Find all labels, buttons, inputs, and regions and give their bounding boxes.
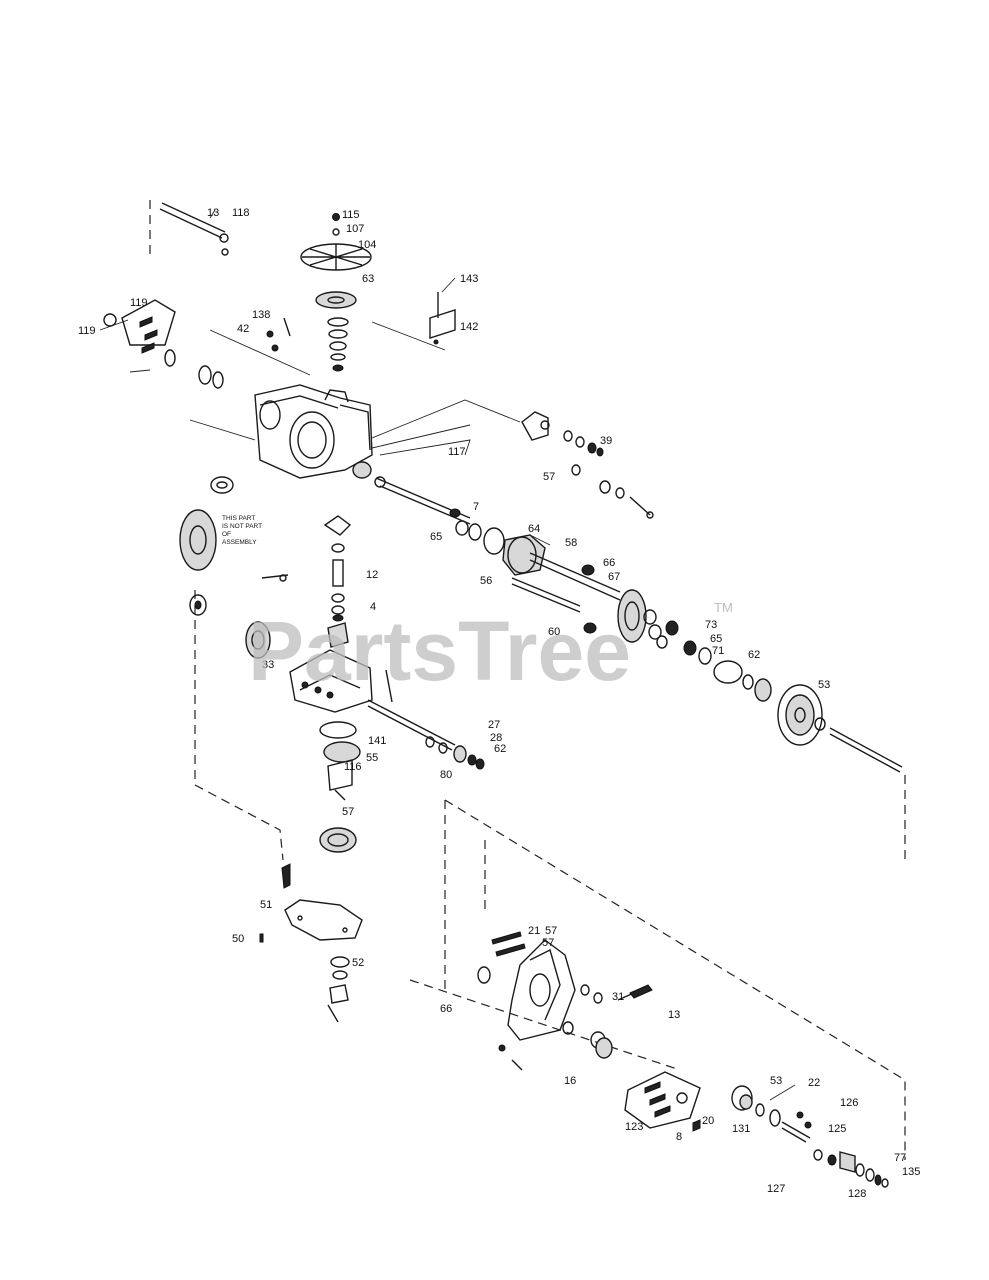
ring-gear-group xyxy=(583,589,903,773)
note-line-1: THIS PART xyxy=(222,515,255,522)
label-52: 52 xyxy=(352,957,364,969)
differential-group xyxy=(449,508,621,613)
housing-leaders xyxy=(189,321,521,456)
label-135: 135 xyxy=(902,1166,920,1178)
label-142: 142 xyxy=(460,321,478,333)
label-65b: 65 xyxy=(710,633,722,645)
label-66: 66 xyxy=(440,1003,452,1015)
label-119b: 119 xyxy=(130,297,148,309)
label-57d: 57 xyxy=(545,925,557,937)
label-107: 107 xyxy=(346,223,364,235)
label-57c: 57 xyxy=(542,937,554,949)
label-42: 42 xyxy=(237,323,249,335)
note-line-4: ASSEMBLY xyxy=(222,539,257,546)
label-63: 63 xyxy=(362,273,374,285)
watermark-text: PartsTree xyxy=(248,604,631,698)
part-note: THIS PART IS NOT PART OF ASSEMBLY xyxy=(222,515,262,546)
label-13b: 13 xyxy=(668,1009,680,1021)
label-116: 116 xyxy=(344,761,362,773)
note-line-2: IS NOT PART xyxy=(222,523,262,530)
label-67: 67 xyxy=(608,571,620,583)
label-57: 57 xyxy=(543,471,555,483)
label-21: 21 xyxy=(528,925,540,937)
label-62b: 62 xyxy=(494,743,506,755)
left-seal-group xyxy=(179,476,234,616)
label-7: 7 xyxy=(473,501,479,513)
label-4: 4 xyxy=(370,601,376,613)
label-58: 58 xyxy=(565,537,577,549)
label-118: 118 xyxy=(232,207,250,219)
label-143: 143 xyxy=(460,273,478,285)
lower-plate-group xyxy=(624,1071,701,1132)
right-end-cluster xyxy=(731,1084,889,1188)
label-20: 20 xyxy=(702,1115,714,1127)
label-125: 125 xyxy=(828,1123,846,1135)
label-138: 138 xyxy=(252,309,270,321)
lower-right-housing xyxy=(477,931,653,1071)
label-126: 126 xyxy=(840,1097,858,1109)
label-77: 77 xyxy=(894,1152,906,1164)
upper-stack xyxy=(266,317,349,372)
charge-pump-group xyxy=(319,721,361,853)
label-13: 13 xyxy=(207,207,219,219)
label-31: 31 xyxy=(612,991,624,1003)
center-pump-stack xyxy=(261,515,352,648)
main-housing-upper xyxy=(254,384,373,479)
label-56: 56 xyxy=(480,575,492,587)
label-104: 104 xyxy=(358,239,376,251)
label-55: 55 xyxy=(366,752,378,764)
partstree-watermark: PartsTree TM xyxy=(248,600,733,698)
cooling-fan-group xyxy=(300,213,372,309)
label-73: 73 xyxy=(705,619,717,631)
shift-lever-group xyxy=(521,411,654,519)
label-127: 127 xyxy=(767,1183,785,1195)
label-71: 71 xyxy=(712,645,724,657)
part-labels: 13 118 119 115 107 104 63 143 142 119 13… xyxy=(78,207,920,1200)
label-22: 22 xyxy=(808,1077,820,1089)
label-12: 12 xyxy=(366,569,378,581)
label-64: 64 xyxy=(528,523,540,535)
label-117: 117 xyxy=(448,446,466,458)
label-60: 60 xyxy=(548,626,560,638)
label-65: 65 xyxy=(430,531,442,543)
watermark-trademark: TM xyxy=(714,600,733,615)
label-115: 115 xyxy=(342,209,360,221)
label-119: 119 xyxy=(78,325,96,337)
label-8: 8 xyxy=(676,1131,682,1143)
label-131: 131 xyxy=(732,1123,750,1135)
label-141: 141 xyxy=(368,735,386,747)
label-28: 28 xyxy=(490,732,502,744)
inset-rod-assembly xyxy=(159,202,229,256)
label-80: 80 xyxy=(440,769,452,781)
label-33: 33 xyxy=(262,659,274,671)
label-57b: 57 xyxy=(342,806,354,818)
label-128: 128 xyxy=(848,1188,866,1200)
label-66: 66 xyxy=(603,557,615,569)
label-27: 27 xyxy=(488,719,500,731)
label-50: 50 xyxy=(232,933,244,945)
center-housing-lower xyxy=(245,621,485,770)
label-53: 53 xyxy=(818,679,830,691)
cover-plate-group xyxy=(259,863,363,1023)
label-53b: 53 xyxy=(770,1075,782,1087)
label-16: 16 xyxy=(564,1075,576,1087)
bracket-142 xyxy=(429,277,456,345)
label-39: 39 xyxy=(600,435,612,447)
label-123: 123 xyxy=(625,1121,643,1133)
dashed-reference-lines xyxy=(149,200,906,1160)
left-bracket-assembly xyxy=(99,299,224,389)
label-62: 62 xyxy=(748,649,760,661)
label-51: 51 xyxy=(260,899,272,911)
note-line-3: OF xyxy=(222,531,231,538)
